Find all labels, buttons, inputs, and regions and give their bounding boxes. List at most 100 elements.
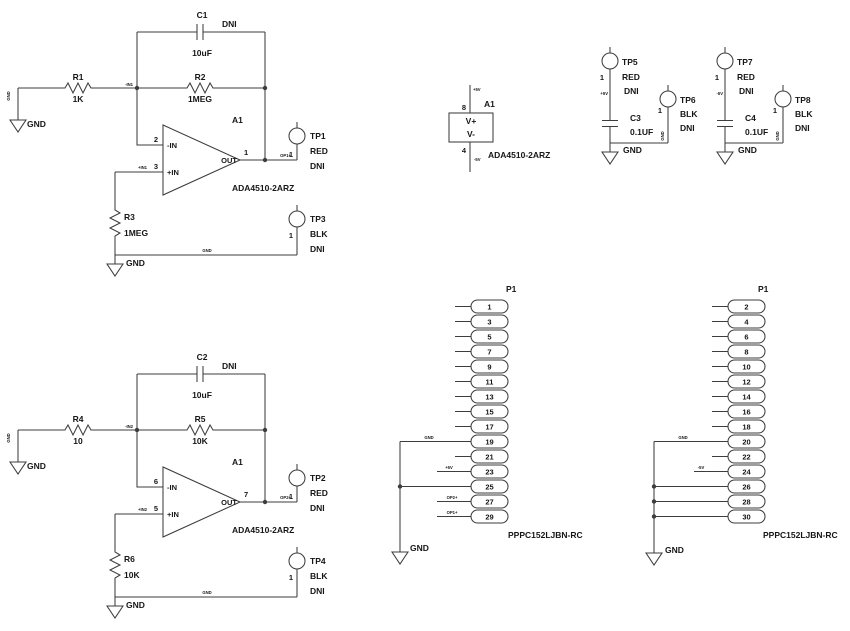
tp-gnd-pin: 1 bbox=[289, 573, 293, 582]
pin-number: 24 bbox=[742, 468, 751, 477]
tp-out-color: RED bbox=[310, 146, 328, 156]
pin-box bbox=[727, 389, 766, 404]
capacitor-c3 bbox=[601, 119, 619, 128]
pin-box bbox=[727, 419, 766, 434]
tp8-dni: DNI bbox=[795, 123, 810, 133]
pin-box bbox=[727, 404, 766, 419]
pin-number: 5 bbox=[487, 333, 491, 342]
gnd-label: GND bbox=[665, 545, 684, 555]
pin-box bbox=[470, 359, 509, 374]
pin-number: 3 bbox=[487, 318, 491, 327]
decoupling-group-1: 1 TP5 RED DNI +5V C3 0.1UF GND 1 TP6 BLK… bbox=[600, 46, 698, 165]
pin-box bbox=[470, 509, 509, 524]
net-label-gnd: GND bbox=[678, 435, 687, 440]
resistor-r5 bbox=[183, 424, 217, 436]
tp-gnd-color: BLK bbox=[310, 571, 328, 581]
tp6-color: BLK bbox=[680, 109, 698, 119]
amp2-wires bbox=[17, 373, 298, 606]
net-label-out1: OP2+ bbox=[447, 495, 458, 500]
gnd-label: GND bbox=[27, 119, 46, 129]
pin-box bbox=[470, 479, 509, 494]
pin-box bbox=[727, 509, 766, 524]
pin-box bbox=[727, 329, 766, 344]
gnd-label: GND bbox=[410, 543, 429, 553]
tp-gnd-ref: TP4 bbox=[310, 556, 326, 566]
tp-out-ref: TP1 bbox=[310, 131, 326, 141]
power-part: ADA4510-2ARZ bbox=[488, 150, 550, 160]
testpoint-tp1-symbol bbox=[288, 121, 306, 145]
pin-number: 7 bbox=[487, 348, 491, 357]
gnd-label: GND bbox=[126, 258, 145, 268]
net-label: +5V bbox=[600, 91, 608, 96]
pin-box bbox=[727, 449, 766, 464]
c3-ref: C3 bbox=[630, 113, 641, 123]
net-label-gnd: GND bbox=[6, 91, 11, 100]
pin-box bbox=[727, 314, 766, 329]
opamp-label-out: OUT bbox=[221, 498, 237, 507]
net-label-noninv: +IN2 bbox=[138, 507, 148, 512]
resistor-r6 bbox=[109, 548, 121, 582]
resistor-r3 bbox=[109, 206, 121, 240]
rg-value: 10K bbox=[124, 570, 140, 580]
pin-box bbox=[470, 374, 509, 389]
rg-ref: R3 bbox=[124, 212, 135, 222]
tp-out-pin: 1 bbox=[289, 150, 293, 159]
rg-ref: R6 bbox=[124, 554, 135, 564]
pin-box bbox=[727, 479, 766, 494]
net-label-minus5v: -5V bbox=[474, 157, 481, 162]
ground-symbol bbox=[9, 461, 27, 475]
ground-symbol bbox=[9, 119, 27, 133]
tp6-ref: TP6 bbox=[680, 95, 696, 105]
opamp-label-noninv: +IN bbox=[167, 510, 179, 519]
pin-box bbox=[727, 299, 766, 314]
connector-ref: P1 bbox=[758, 284, 769, 294]
decap2-wires bbox=[724, 69, 784, 152]
rfb-value: 10K bbox=[192, 436, 208, 446]
pin-number: 1 bbox=[487, 303, 491, 312]
power-ref: A1 bbox=[484, 99, 495, 109]
tp-out-ref: TP2 bbox=[310, 473, 326, 483]
rin-value: 1K bbox=[73, 94, 85, 104]
pin-box bbox=[727, 344, 766, 359]
tp-out-color: RED bbox=[310, 488, 328, 498]
tp5-color: RED bbox=[622, 72, 640, 82]
ground-symbol bbox=[601, 151, 619, 165]
pin-number: 26 bbox=[742, 483, 750, 492]
opamp-part: ADA4510-2ARZ bbox=[232, 183, 294, 193]
pin-box bbox=[470, 344, 509, 359]
junction-dot bbox=[262, 499, 268, 505]
tp-gnd-pin: 1 bbox=[289, 231, 293, 240]
pin-box bbox=[470, 434, 509, 449]
testpoint-tp6-symbol bbox=[659, 84, 677, 108]
opamp-part: ADA4510-2ARZ bbox=[232, 525, 294, 535]
pin-box bbox=[727, 464, 766, 479]
opamp-pin-inv: 6 bbox=[154, 477, 158, 486]
c4-value: 0.1UF bbox=[745, 127, 768, 137]
capacitor-c1 bbox=[196, 23, 204, 41]
junction-dot bbox=[134, 427, 140, 433]
pin-number: 2 bbox=[744, 303, 748, 312]
opamp-label-out: OUT bbox=[221, 156, 237, 165]
junction-dot bbox=[134, 85, 140, 91]
vminus-label: V- bbox=[467, 129, 475, 139]
pin-number: 12 bbox=[742, 378, 750, 387]
rg-value: 1MEG bbox=[124, 228, 148, 238]
pin-box bbox=[470, 419, 509, 434]
amp1-wires bbox=[17, 31, 298, 264]
opamp-pin-inv: 2 bbox=[154, 135, 158, 144]
net-label-noninv: +IN1 bbox=[138, 165, 148, 170]
pin-number: 16 bbox=[742, 408, 750, 417]
opamp-triangle bbox=[162, 466, 242, 538]
rin-ref: R1 bbox=[73, 72, 84, 82]
pin-number: 28 bbox=[742, 498, 750, 507]
rfb-value: 1MEG bbox=[188, 94, 212, 104]
pin-number: 15 bbox=[485, 408, 493, 417]
pin-box bbox=[470, 389, 509, 404]
tp-gnd-dni: DNI bbox=[310, 586, 325, 596]
c4-ref: C4 bbox=[745, 113, 756, 123]
pin-box bbox=[470, 494, 509, 509]
c3-value: 0.1UF bbox=[630, 127, 653, 137]
vplus-label: V+ bbox=[466, 116, 477, 126]
tp5-ref: TP5 bbox=[622, 57, 638, 67]
